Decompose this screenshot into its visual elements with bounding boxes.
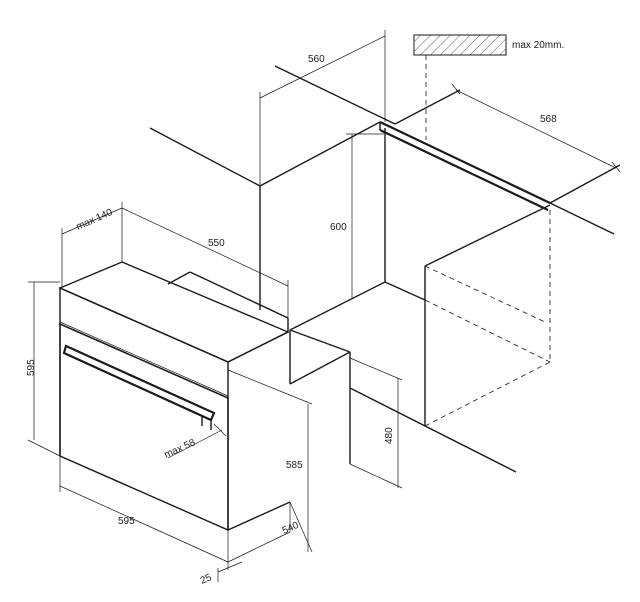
dimension-label-max-58: max 58 — [163, 437, 198, 461]
dimension-label-560: 560 — [308, 54, 325, 65]
dimension-label-600: 600 — [330, 222, 347, 233]
dimension-label-568: 568 — [540, 114, 557, 125]
legend-label: max 20mm. — [512, 40, 564, 51]
dimension-label-550: 550 — [208, 238, 225, 249]
legend-hatch-box — [413, 34, 507, 140]
oven-body — [58, 261, 291, 532]
dimension-label-25: 25 — [199, 572, 214, 587]
dimension-label-595-width: 595 — [118, 516, 135, 527]
dimension-label-max-140: max 140 — [75, 207, 115, 233]
dimension-label-540: 540 — [281, 520, 301, 537]
dimension-lines — [27, 30, 621, 582]
dimension-label-595-height: 595 — [26, 359, 37, 376]
dimension-label-480: 480 — [384, 427, 395, 444]
dimension-label-585: 585 — [286, 460, 303, 471]
cabinet-niche — [149, 65, 621, 473]
